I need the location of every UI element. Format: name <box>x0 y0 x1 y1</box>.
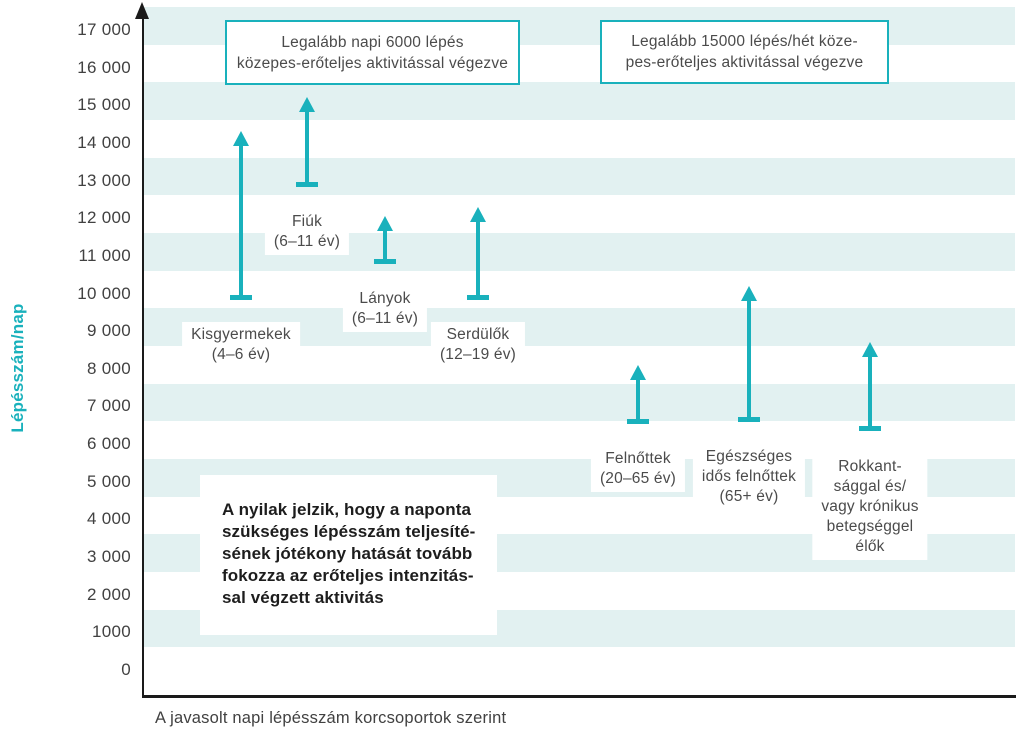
range-arrow-tail-felnottek <box>627 418 649 424</box>
range-arrow-head-kisgyermekek <box>233 131 249 147</box>
range-arrow-tail-serdulok <box>467 294 489 300</box>
group-label-line: betegséggel <box>826 517 914 535</box>
y-tick-label: 8 000 <box>86 358 131 378</box>
stripe-band <box>143 157 1015 196</box>
group-label-line: Rokkant- <box>838 457 902 475</box>
y-tick-label: 6 000 <box>86 434 131 454</box>
range-arrow-head-idos-felnottek <box>741 285 757 301</box>
y-tick-label: 7 000 <box>86 396 131 416</box>
annotation-line: Legalább napi 6000 lépés <box>281 33 464 51</box>
range-arrow-shaft-rokkantsaggal-elok <box>868 354 872 429</box>
group-label-line: Felnőttek <box>605 450 671 468</box>
annotation-line: pes-erőteljes aktivitással végezve <box>625 54 864 71</box>
range-arrow-shaft-felnottek <box>636 376 640 422</box>
range-arrow-tail-idos-felnottek <box>738 416 760 422</box>
callout-15000-box: Legalább 15000 lépés/hét köze-pes-erőtel… <box>600 20 889 84</box>
y-tick-label: 1000 <box>91 622 131 642</box>
y-tick-label: 5 000 <box>86 471 131 491</box>
y-tick-label: 4 000 <box>86 509 131 529</box>
annotation-line: közepes-erőteljes aktivitással végezve <box>236 54 509 72</box>
y-tick-label: 9 000 <box>86 321 131 341</box>
group-label-kisgyermekek: Kisgyermekek (4–6 év) <box>182 322 300 369</box>
group-label-line: (65+ év) <box>719 488 779 506</box>
group-label-line: (12–19 év) <box>439 346 517 364</box>
y-tick-label: 17 000 <box>77 19 131 39</box>
y-axis-title: Lépésszám/nap <box>8 303 27 433</box>
group-label-line: (6–11 év) <box>351 310 419 328</box>
range-arrow-head-felnottek <box>630 364 646 380</box>
range-arrow-tail-fiuk <box>296 181 318 187</box>
range-arrow-tail-kisgyermekek <box>230 294 252 300</box>
annotation-line: fokozza az erőteljes intenzitás- <box>222 566 474 585</box>
y-tick-label: 16 000 <box>77 57 131 77</box>
group-label-line: Serdülők <box>446 326 510 344</box>
y-axis-arrowhead-icon <box>135 2 150 19</box>
group-label-line: Lányok <box>359 290 411 308</box>
group-label-line: idős felnőttek <box>701 468 797 486</box>
x-axis-caption: A javasolt napi lépésszám korcsoportok s… <box>155 709 507 727</box>
y-tick-label: 10 000 <box>77 283 131 303</box>
note-arrows-box: A nyilak jelzik, hogy a naponta szükséges… <box>200 475 497 635</box>
y-tick-label: 14 000 <box>77 132 131 152</box>
y-tick-label: 11 000 <box>78 245 131 265</box>
group-label-line: Fiúk <box>291 213 323 231</box>
range-arrow-shaft-serdulok <box>476 218 480 298</box>
group-label-idos-felnottek: Egészséges idős felnőttek (65+ év) <box>692 444 806 511</box>
range-arrow-head-serdulok <box>470 206 486 222</box>
range-arrow-head-lanyok <box>377 216 393 232</box>
annotation-line: Legalább 15000 lépés/hét köze- <box>631 33 858 50</box>
y-tick-label: 12 000 <box>77 208 131 228</box>
group-label-fiuk: Fiúk (6–11 év) <box>264 209 350 256</box>
group-label-line: Kisgyermekek <box>191 326 291 344</box>
group-label-rokkantsaggal-elok: Rokkant-sággal és/vagy krónikus betegségg… <box>812 453 928 560</box>
range-arrow-shaft-lanyok <box>383 228 387 262</box>
annotation-line: A nyilak jelzik, hogy a naponta <box>222 500 472 519</box>
annotation-line: sal végzett aktivitás <box>222 588 384 607</box>
group-label-line: (20–65 év) <box>599 470 677 488</box>
callout-6000-box: Legalább napi 6000 lépés közepes-erőtelje… <box>225 20 520 85</box>
range-arrow-tail-lanyok <box>374 258 396 264</box>
range-arrow-shaft-fiuk <box>305 109 309 185</box>
group-label-line: (4–6 év) <box>211 346 271 364</box>
stripe-band <box>143 383 1015 422</box>
y-tick-label: 15 000 <box>77 95 131 115</box>
group-label-line: (6–11 év) <box>273 233 341 251</box>
range-arrow-head-rokkantsaggal-elok <box>862 342 878 358</box>
group-label-line: vagy krónikus <box>821 497 919 515</box>
group-label-line: sággal és/ <box>833 477 907 495</box>
y-axis-line <box>141 14 145 697</box>
y-tick-label: 2 000 <box>86 584 131 604</box>
y-tick-label: 13 000 <box>77 170 131 190</box>
x-axis-line <box>141 695 1016 698</box>
stripe-band <box>143 82 1015 121</box>
annotation-line: szükséges lépésszám teljesíté- <box>222 522 476 541</box>
range-arrow-head-fiuk <box>299 97 315 113</box>
y-tick-label: 0 <box>121 660 131 679</box>
y-tick-label: 3 000 <box>86 547 131 567</box>
group-label-line: Egészséges <box>705 448 793 466</box>
range-arrow-tail-rokkantsaggal-elok <box>859 426 881 432</box>
group-label-lanyok: Lányok (6–11 év) <box>342 286 428 333</box>
annotation-line: sének jótékony hatását tovább <box>222 544 473 563</box>
group-label-line: élők <box>855 537 885 555</box>
group-label-felnottek: Felnőttek (20–65 év) <box>590 446 686 493</box>
range-arrow-shaft-idos-felnottek <box>747 297 751 420</box>
group-label-serdulok: Serdülők (12–19 év) <box>430 322 526 369</box>
range-arrow-shaft-kisgyermekek <box>239 143 243 298</box>
